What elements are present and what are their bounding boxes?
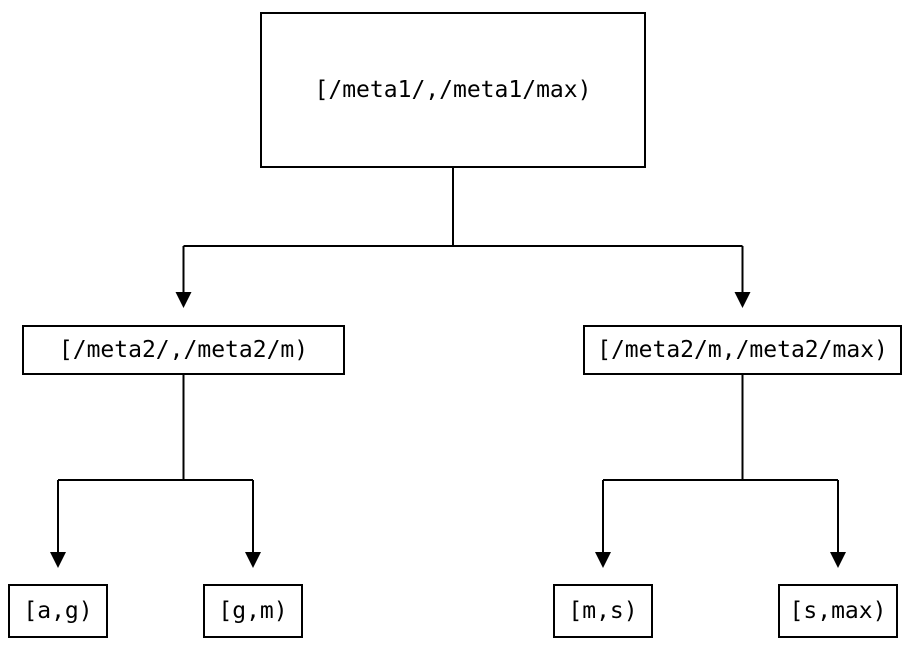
edge-line	[182, 168, 744, 292]
node-label: [/meta1/,/meta1/max)	[314, 77, 592, 103]
node-root-range: [/meta1/,/meta1/max)	[260, 12, 646, 168]
node-level1-right-range: [/meta2/m,/meta2/max)	[583, 325, 902, 375]
node-leaf-s-max: [s,max)	[778, 584, 898, 638]
arrowhead-down-icon	[175, 292, 192, 308]
node-label: [s,max)	[789, 598, 887, 624]
edge-level1-left-to-leaves	[50, 375, 261, 568]
arrowhead-down-icon	[595, 552, 611, 568]
node-level1-left-range: [/meta2/,/meta2/m)	[22, 325, 345, 375]
arrowhead-down-icon	[245, 552, 261, 568]
node-label: [/meta2/,/meta2/m)	[58, 337, 309, 363]
arrowhead-down-icon	[50, 552, 66, 568]
edge-line	[57, 375, 254, 552]
edge-line	[602, 375, 839, 552]
arrowhead-down-icon	[830, 552, 846, 568]
edge-root-to-level1	[175, 168, 751, 308]
arrowhead-down-icon	[734, 292, 751, 308]
node-label: [/meta2/m,/meta2/max)	[597, 337, 888, 363]
node-label: [m,s)	[568, 598, 638, 624]
node-label: [a,g)	[23, 598, 93, 624]
node-leaf-m-s: [m,s)	[553, 584, 653, 638]
node-label: [g,m)	[218, 598, 288, 624]
node-leaf-g-m: [g,m)	[203, 584, 303, 638]
node-leaf-a-g: [a,g)	[8, 584, 108, 638]
edge-level1-right-to-leaves	[595, 375, 846, 568]
